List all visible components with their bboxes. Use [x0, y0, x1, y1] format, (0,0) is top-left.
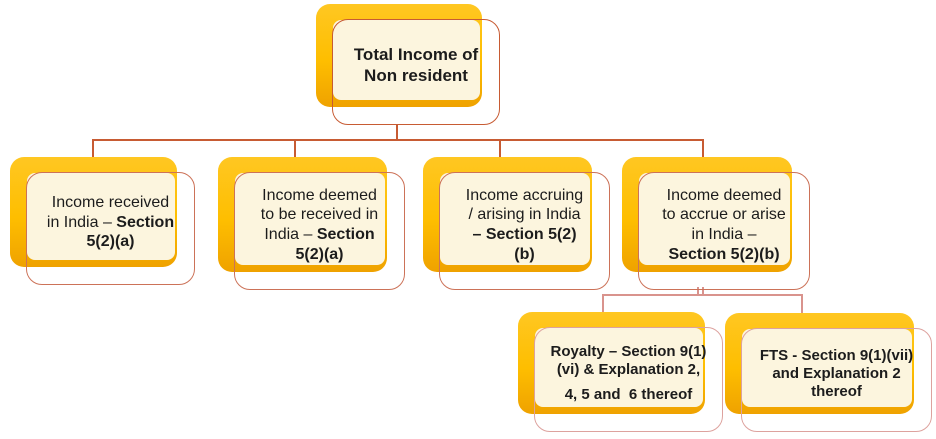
- node-label: Income accruing / arising in India: [465, 186, 584, 224]
- node-fill-shape: [235, 173, 385, 265]
- node-outline-shape: Royalty – Section 9(1)(vi) & Explanation…: [534, 327, 723, 432]
- node-fill-shape: [27, 173, 175, 260]
- node-fts: FTS - Section 9(1)(vii) and Explanation …: [725, 313, 932, 432]
- connector-drop-royalty: [602, 295, 604, 312]
- node-label-section: – Section 5(2)(b): [472, 226, 577, 263]
- node-label-line2: 4, 5 and 6 thereof: [564, 386, 693, 404]
- node-outline-shape: FTS - Section 9(1)(vii) and Explanation …: [741, 328, 932, 432]
- node-label-section: Section 5(2)(a): [295, 226, 375, 263]
- node-income-accruing: Income accruing / arising in India – Sec…: [423, 157, 610, 290]
- connector-drop-child2: [294, 140, 296, 157]
- connector-root-stem: [396, 125, 398, 140]
- connector-drop-child1: [92, 140, 94, 157]
- node-label: Income deemed to be received in India –: [260, 186, 379, 243]
- node-income-deemed-received: Income deemed to be received in India – …: [218, 157, 405, 290]
- node-label: FTS - Section 9(1)(vii) and Explanation …: [759, 346, 918, 401]
- node-fill-shape: [440, 173, 590, 265]
- node-label-section: Section 5(2)(b): [668, 245, 780, 263]
- node-outline-shape: Income received in India – Section 5(2)(…: [26, 172, 195, 285]
- node-outline-shape: Income deemed to be received in India – …: [234, 172, 405, 290]
- node-outline-shape: Income deemed to accrue or arise in Indi…: [638, 172, 810, 290]
- node-income-deemed-accrue: Income deemed to accrue or arise in Indi…: [622, 157, 810, 290]
- connector-child4-stem: [697, 287, 704, 296]
- node-income-received: Income received in India – Section 5(2)(…: [10, 157, 195, 285]
- connector-drop-child4: [702, 140, 704, 157]
- node-fill-shape: [639, 173, 790, 265]
- node-royalty: Royalty – Section 9(1)(vi) & Explanation…: [518, 312, 723, 432]
- node-label: Income deemed to accrue or arise in Indi…: [662, 186, 786, 243]
- connector-drop-fts: [801, 295, 803, 313]
- connector-level2-rail: [602, 294, 803, 296]
- connector-drop-child3: [499, 140, 501, 157]
- node-label: Royalty – Section 9(1)(vi) & Explanation…: [550, 342, 707, 378]
- node-fill-shape: [742, 329, 912, 407]
- node-fill-shape: [333, 20, 480, 100]
- connector-level1-rail: [92, 139, 704, 141]
- node-label-section: Section 5(2)(a): [86, 213, 175, 251]
- node-label: Total Income of Non resident: [353, 45, 479, 85]
- node-outline-shape: Total Income of Non resident: [332, 19, 500, 125]
- node-total-income: Total Income of Non resident: [316, 4, 500, 125]
- node-label: Income received in India –: [46, 194, 170, 231]
- node-fill-shape: [535, 328, 703, 407]
- node-outline-shape: Income accruing / arising in India – Sec…: [439, 172, 610, 290]
